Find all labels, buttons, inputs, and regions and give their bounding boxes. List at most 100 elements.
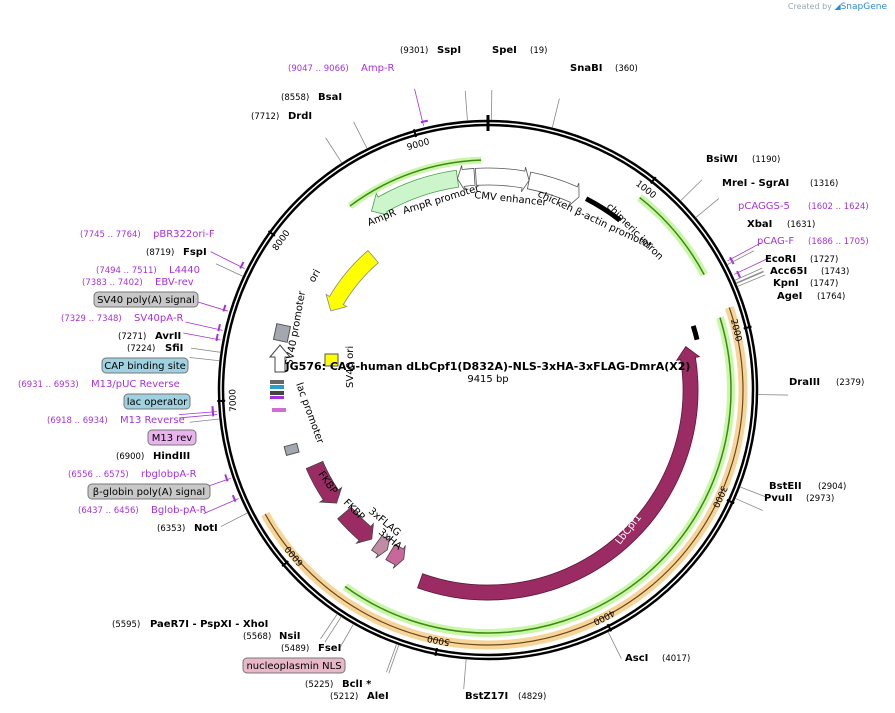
beta-globin-polya-box[interactable] bbox=[87, 483, 211, 500]
m13-rev-box[interactable] bbox=[147, 429, 197, 446]
site-leader bbox=[388, 644, 400, 674]
site-name-alei[interactable]: AleI bbox=[367, 691, 389, 702]
tick-label: 7000 bbox=[228, 388, 239, 412]
fkbp-feature-2[interactable] bbox=[337, 506, 374, 545]
site-name-ecori[interactable]: EcoRI bbox=[765, 254, 796, 265]
site-name-kpni[interactable]: KpnI bbox=[773, 278, 799, 289]
site-pos-bstz17i: (4829) bbox=[518, 692, 546, 702]
site-pos-spei: (19) bbox=[530, 46, 547, 56]
site-leader bbox=[189, 357, 220, 362]
primer-pos-sv40par: (7329 .. 7348) bbox=[61, 314, 122, 324]
primer-name-rbglobpar[interactable]: rbglobpA-R bbox=[141, 469, 197, 480]
site-leader bbox=[695, 198, 720, 218]
ha-feature[interactable] bbox=[385, 543, 406, 569]
lac-operator-mark bbox=[270, 385, 284, 389]
primer-arrow bbox=[231, 494, 237, 503]
site-leader bbox=[325, 137, 343, 164]
site-leader bbox=[320, 613, 338, 640]
feature-halos bbox=[261, 156, 748, 650]
primer-name-m13reverse[interactable]: M13 Reverse bbox=[120, 415, 185, 426]
tick-mark bbox=[281, 560, 289, 568]
site-pos-drdi: (8719) bbox=[146, 248, 174, 258]
features bbox=[305, 165, 701, 601]
site-leader bbox=[190, 347, 221, 353]
lbcpf1-feature[interactable] bbox=[417, 346, 701, 601]
site-name-paer7i-pspxi-xhoi[interactable]: PaeR7I - PspXI - XhoI bbox=[150, 619, 268, 630]
primer-name-bglobpar[interactable]: Bglob-pA-R bbox=[151, 505, 207, 516]
site-name-drdi[interactable]: FspI bbox=[183, 247, 207, 258]
site-name-bsai[interactable]: DrdI bbox=[288, 111, 312, 122]
primer-arrow bbox=[211, 409, 215, 417]
sv40-ori-box[interactable] bbox=[324, 353, 339, 367]
site-name-nsii[interactable]: NsiI bbox=[279, 631, 300, 642]
snapgene-credit: Created by ◢SnapGene bbox=[788, 2, 887, 12]
site-name-bcli[interactable]: BclI * bbox=[342, 679, 372, 690]
site-name-asci[interactable]: AscI bbox=[625, 653, 648, 664]
site-name-draiii[interactable]: DraIII bbox=[789, 377, 820, 388]
chicken-promoter-feature[interactable] bbox=[526, 171, 580, 207]
cap-binding-box[interactable] bbox=[101, 357, 189, 374]
site-stubs bbox=[211, 119, 741, 503]
primer-name-ampr[interactable]: Amp-R bbox=[361, 63, 395, 74]
nucleoplasmin-nls-box[interactable] bbox=[242, 657, 346, 674]
site-name-agei[interactable]: AgeI bbox=[777, 291, 802, 302]
primer-name-pbr322orif[interactable]: pBR322ori-F bbox=[153, 229, 215, 240]
site-name-bstz17i[interactable]: BstZ17I bbox=[465, 691, 508, 702]
flag-feature[interactable] bbox=[370, 534, 391, 559]
tick-label: 2000 bbox=[728, 318, 743, 343]
map-length: 9415 bp bbox=[467, 374, 508, 385]
site-name-sfii[interactable]: SfiI bbox=[165, 343, 183, 354]
site-name-noti[interactable]: NotI bbox=[194, 523, 218, 534]
primer-name-sv40par[interactable]: SV40pA-R bbox=[134, 313, 183, 324]
primer-arrow bbox=[729, 256, 735, 265]
site-pos-mrei-sgrai: (1316) bbox=[810, 179, 838, 189]
sv40-promoter-arrow-icon[interactable] bbox=[268, 344, 292, 373]
primer-pos-pcagf: (1686 .. 1705) bbox=[808, 237, 869, 247]
site-name-snabi[interactable]: SnaBI bbox=[570, 63, 602, 74]
lac-promoter-box[interactable] bbox=[283, 442, 300, 456]
lac-operator-label: lac operator bbox=[127, 397, 188, 408]
primer-name-pcagf[interactable]: pCAG-F bbox=[757, 236, 794, 247]
site-leader bbox=[220, 512, 248, 527]
site-leader bbox=[607, 631, 622, 659]
primer-leader bbox=[183, 332, 221, 341]
line-ampr bbox=[349, 159, 482, 207]
sv40-polya-box[interactable] bbox=[93, 291, 199, 308]
site-name-bsiwi[interactable]: BsiWI bbox=[706, 154, 738, 165]
site-name-pvuii[interactable]: PvuII bbox=[764, 493, 792, 504]
site-name-avrii[interactable]: AvrII bbox=[155, 331, 181, 342]
primer-pos-m13reverse: (6918 .. 6934) bbox=[47, 416, 108, 426]
primer-name-l4440[interactable]: L4440 bbox=[169, 265, 200, 276]
site-pos-sfii: (7224) bbox=[127, 344, 155, 354]
primer-name-m13puc[interactable]: M13/pUC Reverse bbox=[91, 379, 180, 390]
lac-operator-box[interactable] bbox=[123, 393, 191, 410]
site-name-hindiii[interactable]: HindIII bbox=[153, 451, 190, 462]
site-name-fsei[interactable]: FseI bbox=[318, 643, 341, 654]
ampr-promoter-feature[interactable] bbox=[457, 165, 476, 191]
ori-feature[interactable] bbox=[325, 249, 379, 312]
site-leader bbox=[463, 659, 467, 690]
site-pos-avrii: (7271) bbox=[118, 332, 146, 342]
site-name-fspi[interactable]: BsaI bbox=[318, 92, 342, 103]
ampr-feature[interactable] bbox=[370, 169, 460, 216]
site-name-sspi[interactable]: SspI bbox=[437, 45, 461, 56]
lac-promoter-label: lac promoter bbox=[293, 381, 326, 446]
site-name-spei[interactable]: SpeI bbox=[492, 45, 517, 56]
site-pos-bsai: (7712) bbox=[251, 112, 279, 122]
primer-name-pcaggs5[interactable]: pCAGGS-5 bbox=[738, 201, 790, 212]
site-name-xbai[interactable]: XbaI bbox=[747, 219, 772, 230]
site-pos-draiii: (2379) bbox=[836, 378, 864, 388]
sv40-promoter-box[interactable] bbox=[272, 323, 292, 343]
cmv-enhancer-feature[interactable] bbox=[474, 167, 530, 193]
outside-labels: (9301) SspI SpeI (19) SnaBI (360) (9047 … bbox=[18, 45, 869, 702]
primer-mark bbox=[272, 408, 286, 412]
site-name-acc65i[interactable]: Acc65I bbox=[770, 266, 807, 277]
primer-leader bbox=[210, 251, 245, 269]
primer-pos-bglobpar: (6437 .. 6456) bbox=[78, 506, 139, 516]
site-name-mrei-sgrai[interactable]: MreI - SgrAI bbox=[722, 178, 789, 189]
site-name-bsteii[interactable]: BstEII bbox=[769, 481, 802, 492]
site-leader bbox=[464, 90, 468, 121]
primer-name-ebvrev[interactable]: EBV-rev bbox=[155, 277, 194, 288]
fkbp-feature-1[interactable] bbox=[305, 460, 343, 504]
site-leader bbox=[215, 263, 244, 277]
